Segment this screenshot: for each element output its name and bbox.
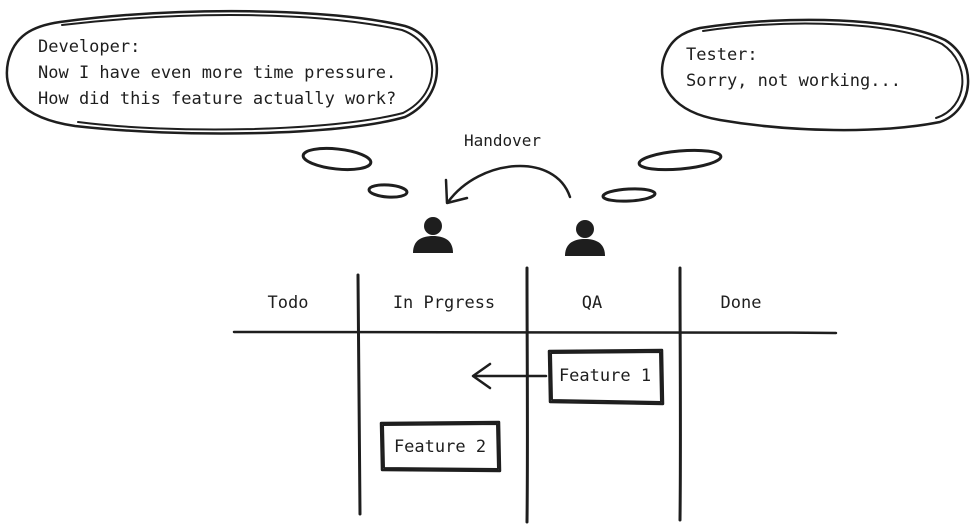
handover-arrow bbox=[446, 164, 572, 204]
tester-thought-dot-large bbox=[637, 148, 723, 172]
tester-thought-dot-small bbox=[601, 187, 657, 203]
kanban-board: Todo In Prgress QA Done bbox=[232, 266, 838, 524]
feature-1-card[interactable]: Feature 1 bbox=[547, 348, 665, 406]
board-header-divider bbox=[232, 330, 838, 335]
tester-bubble-line-1: Tester: bbox=[686, 45, 758, 65]
column-header-todo: Todo bbox=[268, 293, 309, 313]
handover-label: Handover bbox=[464, 131, 541, 150]
handover-arrow-head bbox=[444, 178, 469, 205]
column-header-qa: QA bbox=[582, 293, 602, 313]
tester-thought-bubble: Tester: Sorry, not working... bbox=[660, 18, 970, 132]
developer-thought-bubble: Developer: Now I have even more time pre… bbox=[5, 9, 439, 135]
tester-person-icon bbox=[565, 220, 605, 256]
column-divider-1 bbox=[356, 273, 362, 516]
developer-thought-dot-large bbox=[301, 146, 373, 172]
feature-1-return-arrow-head bbox=[471, 362, 492, 390]
developer-bubble-line-3: How did this feature actually work? bbox=[38, 89, 396, 109]
column-header-in-progress: In Prgress bbox=[393, 293, 495, 313]
feature-2-card[interactable]: Feature 2 bbox=[379, 420, 502, 473]
column-header-done: Done bbox=[721, 293, 762, 313]
feature-2-label: Feature 2 bbox=[394, 437, 486, 457]
developer-person-icon bbox=[413, 217, 453, 253]
developer-bubble-line-2: Now I have even more time pressure. bbox=[38, 63, 396, 83]
tester-bubble-line-2: Sorry, not working... bbox=[686, 71, 901, 91]
developer-thought-dot-small bbox=[367, 183, 409, 199]
feature-1-label: Feature 1 bbox=[559, 366, 651, 386]
developer-bubble-line-1: Developer: bbox=[38, 37, 140, 57]
